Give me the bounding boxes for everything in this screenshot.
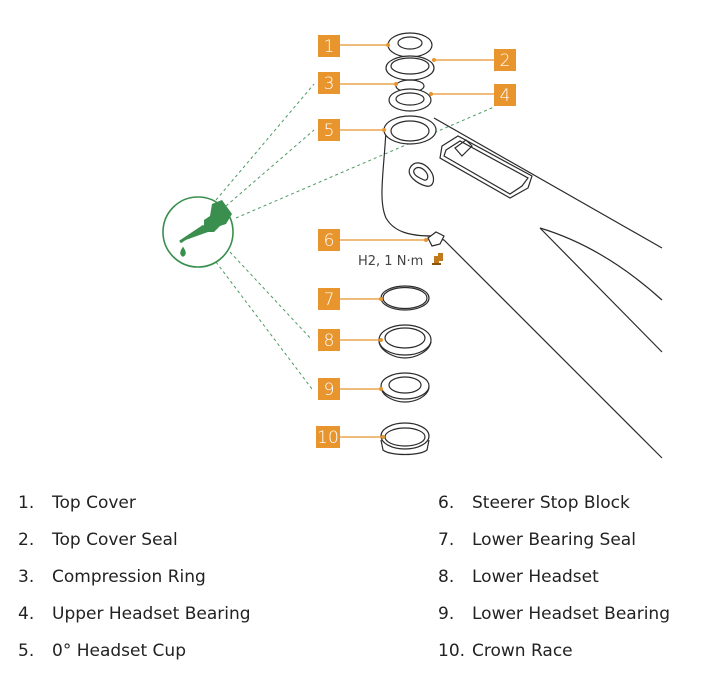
callout-3: 3 <box>318 72 340 94</box>
legend-column-right: 6. Steerer Stop Block 7. Lower Bearing Sea… <box>438 488 670 673</box>
part-lower-headset-bearing <box>380 372 430 403</box>
legend-item: 10. Crown Race <box>438 636 670 673</box>
part-upper-headset-bearing <box>388 88 432 112</box>
svg-text:6: 6 <box>324 231 335 251</box>
legend-number: 9. <box>438 604 455 624</box>
legend-number: 2. <box>18 530 35 550</box>
legend-label: Steerer Stop Block <box>472 493 630 513</box>
svg-text:3: 3 <box>324 74 335 94</box>
grease-guide-lines <box>215 83 495 390</box>
legend-label: Lower Headset <box>472 567 599 587</box>
legend-item: 2. Top Cover Seal <box>18 525 251 562</box>
legend-item: 9. Lower Headset Bearing <box>438 599 670 636</box>
legend-label: Top Cover Seal <box>52 530 178 550</box>
svg-text:5: 5 <box>324 121 335 141</box>
legend-label: Lower Bearing Seal <box>472 530 636 550</box>
part-steerer-stop-block <box>427 231 445 247</box>
callout-6: 6 <box>318 229 340 251</box>
callout-4: 4 <box>494 84 516 106</box>
legend-number: 4. <box>18 604 35 624</box>
callout-10: 10 <box>316 426 340 448</box>
legend-number: 6. <box>438 493 455 513</box>
part-headset-cup <box>383 115 437 145</box>
leader-lines <box>340 43 494 439</box>
torque-spec: H2, 1 N·m <box>358 254 423 269</box>
callout-2: 2 <box>494 49 516 71</box>
part-lower-headset <box>378 324 432 359</box>
legend-number: 8. <box>438 567 455 587</box>
legend-number: 7. <box>438 530 455 550</box>
legend-number: 3. <box>18 567 35 587</box>
svg-text:10: 10 <box>317 428 339 448</box>
frame-head-tube <box>381 117 663 459</box>
legend-label: 0° Headset Cup <box>52 641 186 661</box>
svg-text:2: 2 <box>500 51 511 71</box>
legend-label: Lower Headset Bearing <box>472 604 670 624</box>
svg-text:4: 4 <box>500 86 511 106</box>
callout-5: 5 <box>318 119 340 141</box>
bolt-icon <box>432 253 443 265</box>
legend-label: Upper Headset Bearing <box>52 604 251 624</box>
part-top-cover <box>387 32 433 58</box>
part-top-cover-seal <box>385 55 435 81</box>
svg-text:7: 7 <box>324 290 335 310</box>
legend-label: Crown Race <box>472 641 573 661</box>
legend-item: 7. Lower Bearing Seal <box>438 525 670 562</box>
legend-column-left: 1. Top Cover 2. Top Cover Seal 3. Compressi… <box>18 488 251 673</box>
legend-item: 8. Lower Headset <box>438 562 670 599</box>
callout-8: 8 <box>318 329 340 351</box>
svg-text:8: 8 <box>324 331 335 351</box>
legend-number: 10. <box>438 641 466 661</box>
part-crown-race <box>380 422 430 456</box>
legend-item: 3. Compression Ring <box>18 562 251 599</box>
legend-number: 5. <box>18 641 35 661</box>
legend-number: 1. <box>18 493 35 513</box>
legend-item: 1. Top Cover <box>18 488 251 525</box>
legend-label: Compression Ring <box>52 567 206 587</box>
headset-exploded-diagram: 1 2 3 4 5 6 7 8 9 10 H2, 1 N·m <box>162 32 663 459</box>
legend-item: 4. Upper Headset Bearing <box>18 599 251 636</box>
svg-text:1: 1 <box>324 37 335 57</box>
svg-text:9: 9 <box>324 380 335 400</box>
legend-label: Top Cover <box>52 493 136 513</box>
part-lower-bearing-seal <box>380 285 430 311</box>
callout-1: 1 <box>318 35 340 57</box>
callout-9: 9 <box>318 378 340 400</box>
grease-applicator-icon <box>162 196 234 268</box>
callout-7: 7 <box>318 288 340 310</box>
legend-item: 5. 0° Headset Cup <box>18 636 251 673</box>
legend-item: 6. Steerer Stop Block <box>438 488 670 525</box>
